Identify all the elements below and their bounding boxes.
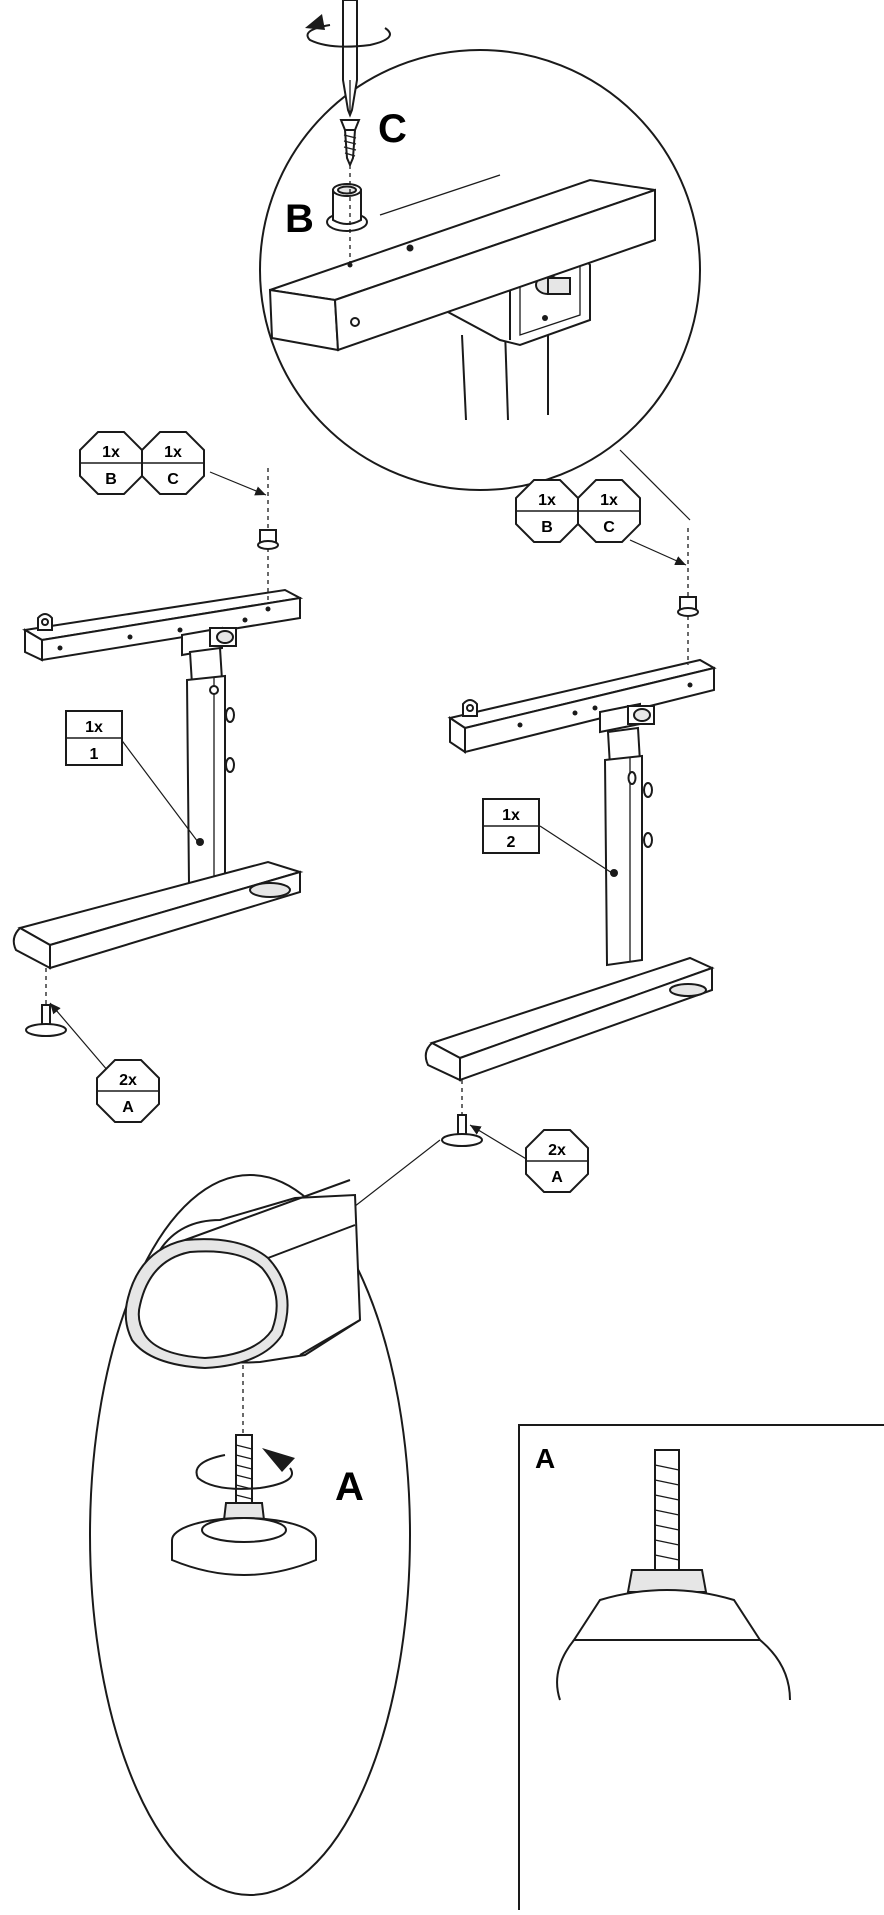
badge-left-leg-part: 1 bbox=[90, 746, 99, 763]
badge-right-qty-b: 1x bbox=[538, 492, 556, 509]
foot-label: A bbox=[335, 1465, 364, 1509]
badge-left-leg: 1x 1 bbox=[65, 710, 123, 766]
badge-right-top: 1x B 1x C bbox=[515, 479, 641, 543]
screw-label: C bbox=[378, 107, 407, 151]
badge-left-foot-part: A bbox=[122, 1099, 134, 1116]
badge-right-qty-c: 1x bbox=[600, 492, 618, 509]
badge-right-leg-qty: 1x bbox=[502, 807, 520, 824]
badge-right-part-b: B bbox=[541, 519, 553, 536]
badge-right-part-c: C bbox=[603, 519, 615, 536]
badge-left-leg-qty: 1x bbox=[85, 719, 103, 736]
badge-right-foot: 2x A bbox=[525, 1129, 589, 1193]
right-leg-assembly bbox=[424, 528, 717, 1161]
leveling-foot-a bbox=[171, 1434, 317, 1576]
badge-left-top: 1x B 1x C bbox=[79, 431, 205, 495]
badge-left-qty-c: 1x bbox=[164, 444, 182, 461]
screwdriver-icon bbox=[305, 0, 391, 118]
badge-right-foot-qty: 2x bbox=[548, 1142, 566, 1159]
badge-left-qty-b: 1x bbox=[102, 444, 120, 461]
cap-label: B bbox=[285, 197, 314, 241]
left-leg-assembly bbox=[12, 468, 304, 1086]
badge-left-foot-qty: 2x bbox=[119, 1072, 137, 1089]
bottom-detail-circle: A bbox=[89, 1139, 441, 1896]
badge-right-foot-part: A bbox=[551, 1169, 563, 1186]
badge-left-foot: 2x A bbox=[96, 1059, 160, 1123]
inset-label: A bbox=[535, 1443, 555, 1474]
badge-left-part-c: C bbox=[167, 471, 179, 488]
plastic-cap-b bbox=[326, 183, 368, 232]
badge-left-part-b: B bbox=[105, 471, 117, 488]
inset-box: A bbox=[518, 1424, 884, 1915]
screw-c bbox=[339, 119, 361, 168]
badge-right-leg: 1x 2 bbox=[482, 798, 540, 854]
badge-right-leg-part: 2 bbox=[507, 834, 516, 851]
top-detail-circle: C B bbox=[259, 0, 701, 521]
